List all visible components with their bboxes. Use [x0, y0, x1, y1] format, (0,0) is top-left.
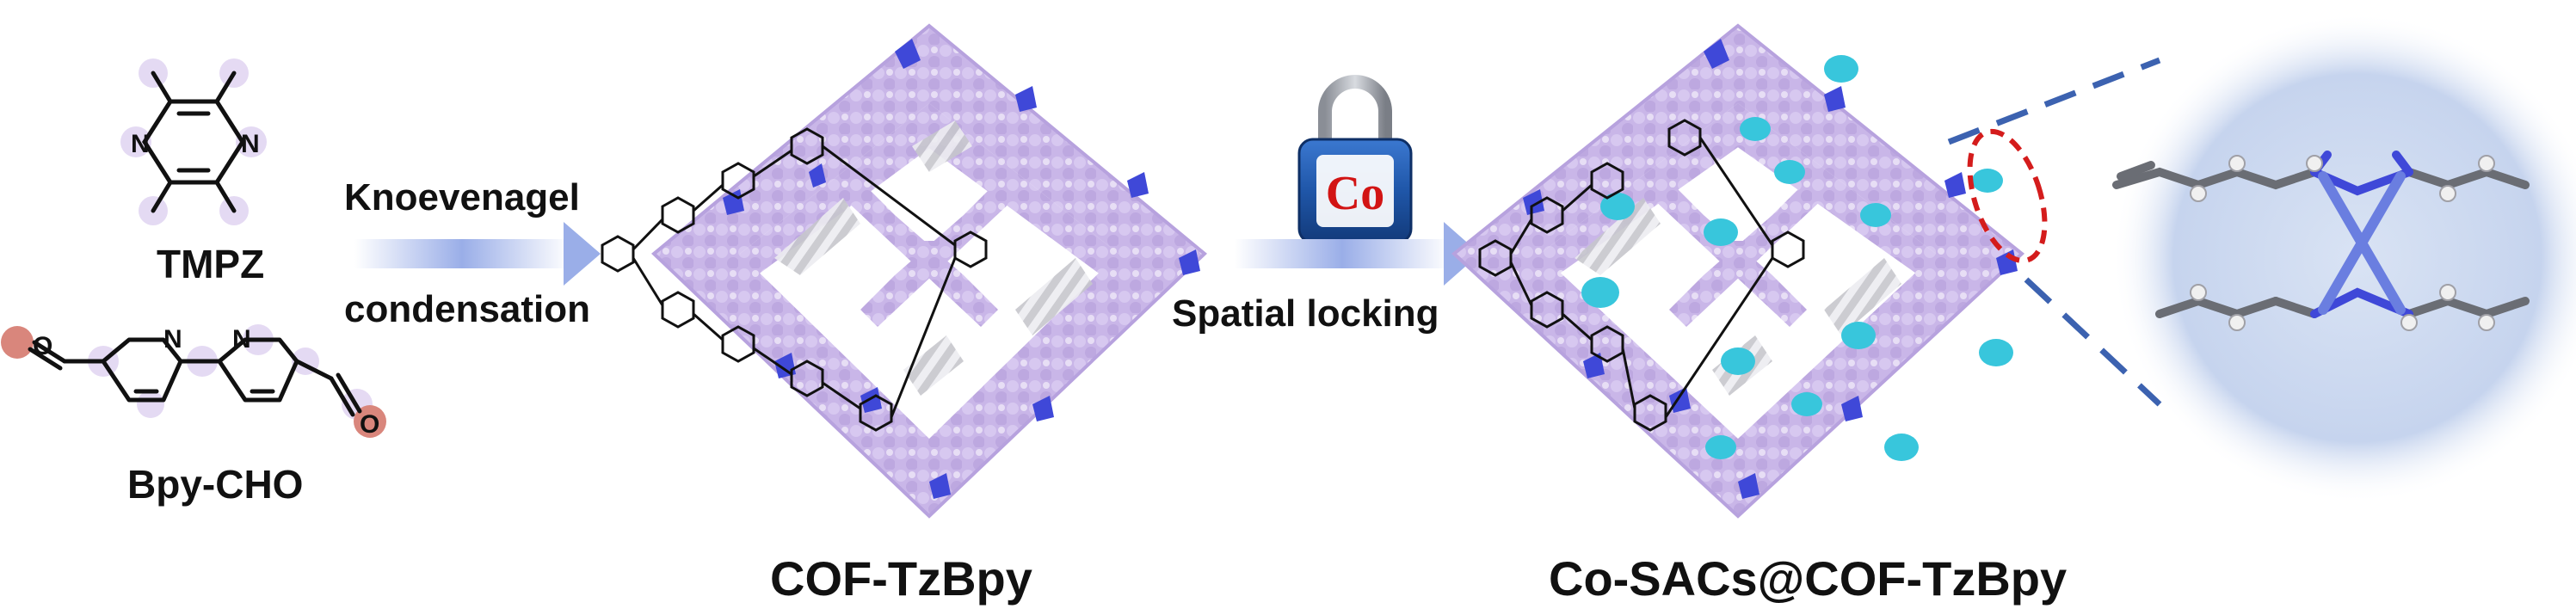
bpy-n-right: N	[232, 325, 251, 354]
bpy-cho-structure: N N O O	[1, 324, 386, 439]
zoom-connector-lines	[1947, 57, 2162, 407]
product-label-co-sacs-cof: Co-SACs@COF-TzBpy	[1549, 551, 2068, 606]
right-arrow-icon	[1235, 222, 1480, 286]
lock-element-label: Co	[1325, 167, 1385, 220]
cobalt-sites	[1581, 55, 2013, 461]
bpy-n-left: N	[163, 325, 182, 354]
aldehyde-o-left	[1, 326, 34, 359]
aldehyde-o-right	[354, 405, 386, 438]
highlight-ellipse	[1967, 128, 2048, 264]
product-label-cof-tzbpy: COF-TzBpy	[770, 551, 1032, 606]
right-arrow-icon	[354, 222, 601, 286]
reaction-label-knoevenagel: Knoevenagel	[344, 176, 580, 218]
tmpz-n-right: N	[241, 130, 260, 158]
monomer-label-bpy-cho: Bpy-CHO	[127, 462, 304, 507]
bpy-o-right: O	[360, 410, 379, 439]
cobalt-coordination	[2318, 171, 2406, 315]
tmpz-structure: N N	[120, 58, 267, 225]
monomer-label-tmpz: TMPZ	[157, 242, 265, 286]
zoom-circle	[2112, 13, 2576, 503]
tmpz-n-left: N	[131, 130, 150, 158]
reaction-label-spatial-locking: Spatial locking	[1172, 292, 1439, 335]
reaction-label-condensation: condensation	[344, 288, 591, 330]
padlock-icon	[1297, 75, 1413, 244]
co-sacs-cof-framework	[1451, 23, 2048, 519]
bpy-o-left: O	[33, 332, 52, 360]
cof-tzbpy-framework	[601, 23, 1208, 519]
